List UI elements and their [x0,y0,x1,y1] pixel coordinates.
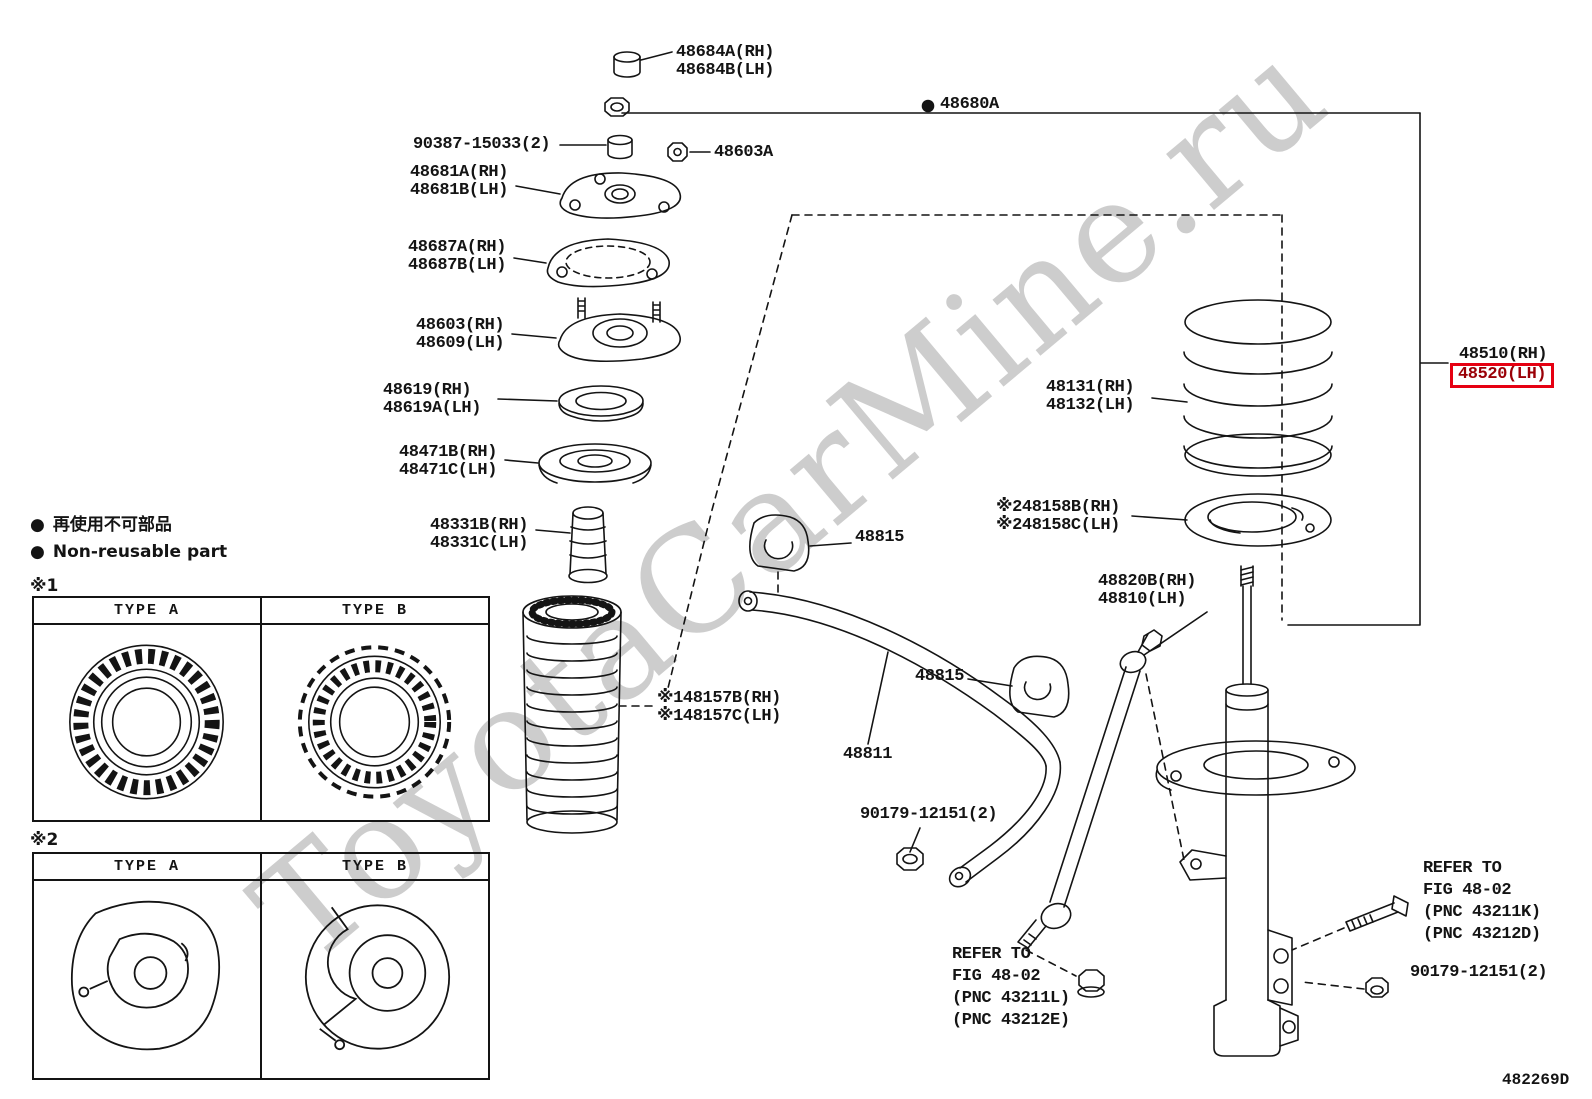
label-48471b-rh: 48471B(RH) [399,443,498,462]
stabilizer-bar-48811 [738,590,1062,888]
legend-jp-text: 再使用不可部品 [52,515,172,535]
stabilizer-bushing-upper-48815 [749,514,810,572]
refer-left-line4: (PNC 43212E) [952,1011,1070,1030]
type-table-2-header: TYPE A TYPE B [34,854,488,881]
highlighted-part-number: 48520(LH) [1450,363,1555,389]
type-table-2: TYPE A TYPE B [32,852,490,1080]
nut-48603a [667,142,688,162]
table2-type-a-drawing [34,881,262,1078]
label-48331b-rh: 48331B(RH) [430,516,529,535]
type-table-1-body [34,625,488,820]
label-48132-lh: 48132(LH) [1046,396,1135,415]
legend-non-reusable-jp: ● 再使用不可部品 [30,516,172,534]
label-48681b-lh: 48681B(LH) [410,181,509,200]
table1-type-a-header: TYPE A [34,598,262,623]
label-90387: 90387-15033(2) [413,135,551,154]
label-48815-upper: 48815 [855,528,905,547]
label-48131-rh: 48131(RH) [1046,378,1135,397]
label-48811: 48811 [843,745,893,764]
seat-type-a-art [70,900,221,1051]
label-48603a: 48603A [714,143,773,162]
refer-left-line2: FIG 48-02 [952,967,1041,986]
type-table-1: TYPE A TYPE B [32,596,490,822]
refer-right-line2: FIG 48-02 [1423,881,1512,900]
flanged-nut-refer-left [1077,969,1105,998]
table2-type-b-header: TYPE B [341,858,408,875]
label-48158b-rh: ※248158B(RH) [996,498,1120,517]
gasket-48687 [546,238,670,288]
table1-type-a-drawing [34,625,262,820]
note-mark-2: ※2 [30,830,59,850]
refer-left-line3: (PNC 43211L) [952,989,1070,1008]
table2-type-a-header: TYPE A [34,854,262,879]
refer-right-line1: REFER TO [1423,859,1502,878]
type-table-1-header: TYPE A TYPE B [34,598,488,625]
shock-absorber-48520 [1155,565,1356,1057]
label-48687b-lh: 48687B(LH) [408,256,507,275]
legend-non-reusable-en: ● Non-reusable part [30,543,227,561]
refer-right-line3: (PNC 43211K) [1423,903,1541,922]
lower-insulator-48158 [1184,493,1332,547]
label-48510-rh: 48510(RH) [1459,345,1548,364]
bearing-type-b-art [297,645,452,799]
label-48820b-rh: 48820B(RH) [1098,572,1197,591]
label-48157b-rh: ※148157B(RH) [657,689,781,708]
stabilizer-link-48820 [1017,629,1163,949]
nut-90179-left [896,847,924,871]
label-90179-right: 90179-12151(2) [1410,963,1548,982]
bump-stopper-48331 [568,506,608,584]
stabilizer-bushing-lower-48815 [1009,655,1070,718]
bullet-icon: ● [30,515,45,535]
bullet-icon: ● [30,542,45,562]
label-48619a-lh: 48619A(LH) [383,399,482,418]
cap-48684 [613,51,641,78]
doc-code: 482269D [1502,1071,1570,1089]
bearing-type-a-art [69,644,224,800]
label-48158c-lh: ※248158C(LH) [996,516,1120,535]
table1-type-b-header: TYPE B [341,602,408,619]
label-48684b-lh: 48684B(LH) [676,61,775,80]
dust-boot-48157 [522,595,622,834]
bolt-refer-right [1345,895,1409,932]
coil-spring-48131 [1183,299,1333,477]
label-48331c-lh: 48331C(LH) [430,534,529,553]
label-48619-rh: 48619(RH) [383,381,472,400]
label-48687a-rh: 48687A(RH) [408,238,507,257]
bearing-48619 [558,385,644,422]
seat-type-b-art [304,904,451,1051]
dashed-guides [613,214,1365,990]
label-48681a-rh: 48681A(RH) [410,163,509,182]
type-table-2-body [34,881,488,1078]
bushing-90387 [607,134,633,160]
refer-right-line4: (PNC 43212D) [1423,925,1541,944]
label-48680a: 48680A [940,95,999,114]
support-mount-48603 [557,297,681,363]
refer-left-line1: REFER TO [952,945,1031,964]
label-48471c-lh: 48471C(LH) [399,461,498,480]
label-48520-lh-highlight: 48520(LH) [1450,363,1555,389]
label-48810-lh: 48810(LH) [1098,590,1187,609]
nut-48680a [604,97,630,117]
label-90179-left: 90179-12151(2) [860,805,998,824]
label-48157c-lh: ※148157C(LH) [657,707,781,726]
table1-type-b-drawing [262,625,488,820]
label-48815-lower: 48815 [915,667,965,686]
nut-90179-right [1365,977,1389,998]
table2-type-b-drawing [262,881,488,1078]
label-48684a-rh: 48684A(RH) [676,43,775,62]
note-mark-1: ※1 [30,576,59,596]
leader-lines [497,51,1449,853]
legend-en-text: Non-reusable part [52,542,228,562]
upper-insulator-48471 [538,443,652,484]
suspension-support-48681 [559,172,682,219]
label-48603-rh: 48603(RH) [416,316,505,335]
label-48609-lh: 48609(LH) [416,334,505,353]
